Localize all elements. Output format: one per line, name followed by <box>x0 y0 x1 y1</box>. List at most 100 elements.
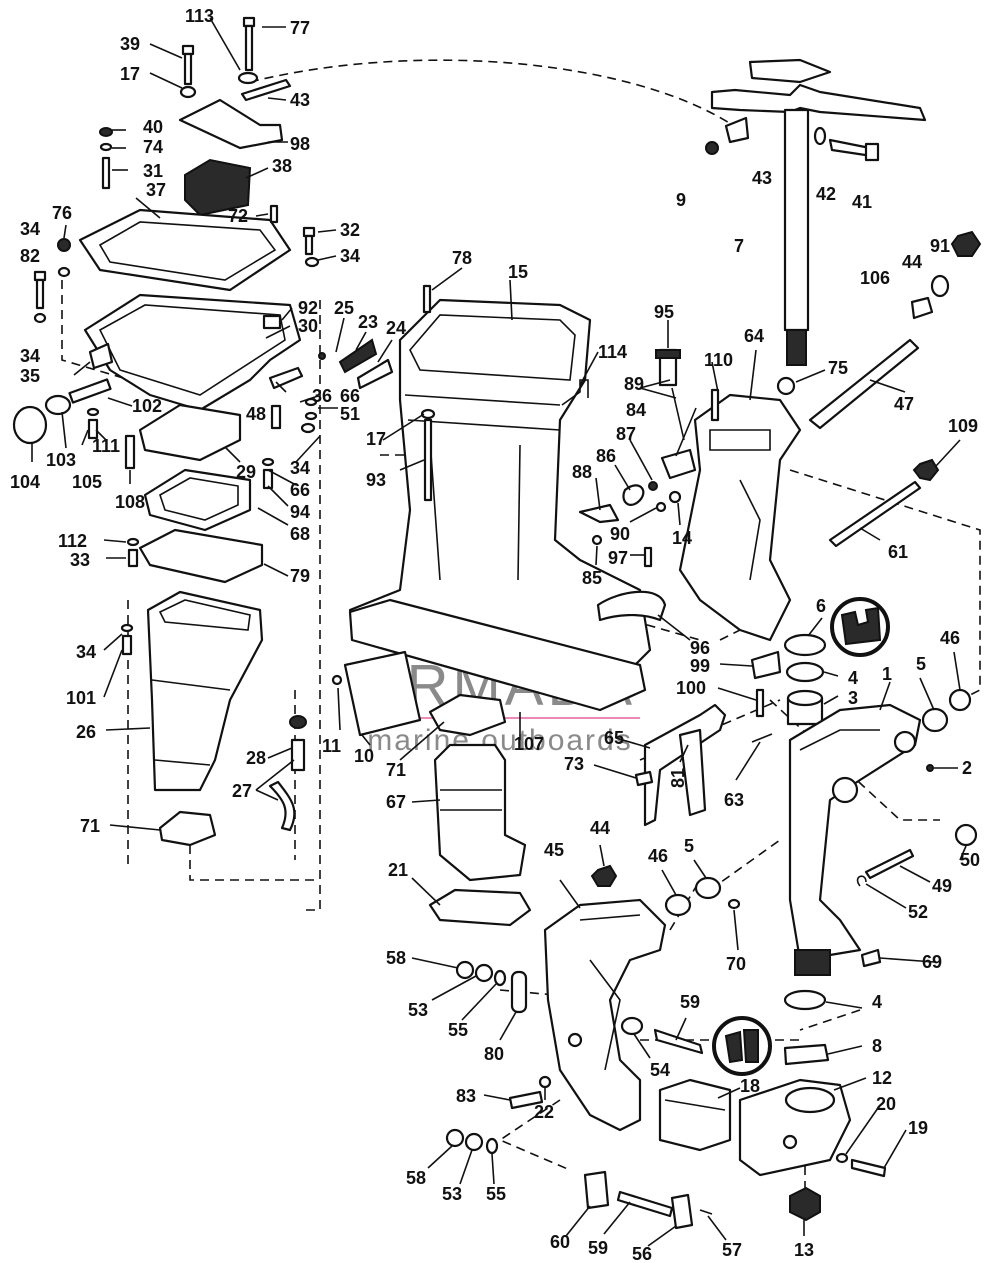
callout-85: 85 <box>582 568 602 588</box>
pin-110 <box>710 388 720 422</box>
plate-96 <box>596 590 667 622</box>
bushing-4-lower <box>783 989 827 1011</box>
screw-73 <box>634 770 654 787</box>
callout-22: 22 <box>534 1102 554 1122</box>
callout-28: 28 <box>246 748 266 768</box>
callout-96: 96 <box>690 638 710 658</box>
gasket-79 <box>138 528 264 584</box>
washer-34-mid <box>300 422 316 434</box>
callout-66: 66 <box>340 386 360 406</box>
callout-52: 52 <box>908 902 928 922</box>
washer-46 <box>948 688 972 712</box>
callout-6: 6 <box>816 596 826 616</box>
exhaust-housing-26 <box>146 590 264 792</box>
plug-104 <box>12 405 48 445</box>
callout-59: 59 <box>680 992 700 1012</box>
bushing-50 <box>954 823 978 847</box>
callout-73: 73 <box>564 754 584 774</box>
callout-88: 88 <box>572 462 592 482</box>
callout-74: 74 <box>143 137 163 157</box>
fitting-102 <box>68 378 112 404</box>
stud-93 <box>423 418 433 502</box>
callout-87: 87 <box>616 424 636 444</box>
bracket-65 <box>643 703 727 827</box>
washer-112 <box>126 537 140 547</box>
callout-4-upper: 4 <box>848 668 858 688</box>
washer-46-lower <box>664 893 692 917</box>
block-18-detail <box>664 1099 726 1111</box>
bolt-77 <box>242 16 256 72</box>
screw-25 <box>318 352 326 360</box>
thread-lock-badge-upper <box>830 597 890 657</box>
callout-71-left: 71 <box>80 816 100 836</box>
washer-14 <box>668 490 682 504</box>
swivel-bracket-64 <box>678 393 802 642</box>
plate-23 <box>338 338 378 374</box>
plate-24 <box>356 358 394 390</box>
callout-58-lower: 58 <box>406 1168 426 1188</box>
callout-82: 82 <box>20 246 40 266</box>
callout-36: 36 <box>312 386 332 406</box>
callout-4-lower: 4 <box>872 992 882 1012</box>
callout-71-center: 71 <box>386 760 406 780</box>
callout-80: 80 <box>484 1044 504 1064</box>
callout-75: 75 <box>828 358 848 378</box>
water-tube-67 <box>433 743 527 882</box>
callout-34-right: 34 <box>340 246 360 266</box>
screw-105 <box>87 418 99 440</box>
spring-63 <box>751 733 773 743</box>
bolt-19 <box>850 1158 887 1178</box>
plate-68-inner <box>159 477 239 521</box>
callout-24: 24 <box>386 318 406 338</box>
callout-32: 32 <box>340 220 360 240</box>
callout-35: 35 <box>20 366 40 386</box>
callout-103: 103 <box>46 450 76 470</box>
callout-34-mid: 34 <box>290 458 310 478</box>
callout-10: 10 <box>354 746 374 766</box>
callout-20: 20 <box>876 1094 896 1114</box>
callout-65: 65 <box>604 728 624 748</box>
washer-85 <box>591 534 603 546</box>
tube-27a <box>290 738 306 772</box>
gasket-37-inner <box>98 221 277 281</box>
callout-102: 102 <box>132 396 162 416</box>
callout-47: 47 <box>894 394 914 414</box>
callout-3: 3 <box>848 688 858 708</box>
callout-11: 11 <box>322 736 341 756</box>
washer-17 <box>179 85 197 99</box>
washer-51 <box>304 411 318 421</box>
bolt-82 <box>33 270 47 310</box>
clip-106 <box>910 296 934 320</box>
screw-94 <box>262 468 274 490</box>
nut-76 <box>57 238 71 252</box>
grommet-43 <box>240 78 292 102</box>
washer-53-lower <box>464 1132 484 1152</box>
tube-27b <box>268 780 296 832</box>
callout-101: 101 <box>66 688 96 708</box>
callout-34: 34 <box>20 219 40 239</box>
link-80 <box>510 970 528 1014</box>
callout-99: 99 <box>690 656 710 676</box>
callout-100: 100 <box>676 678 706 698</box>
screw-33 <box>127 548 139 568</box>
screw-97 <box>643 546 653 568</box>
exhaust-housing-26-band2 <box>154 759 211 766</box>
grommet-75 <box>776 376 796 396</box>
grommet-28 <box>289 715 307 729</box>
callout-79: 79 <box>290 566 310 586</box>
callout-91: 91 <box>930 236 950 256</box>
washer-22 <box>538 1075 552 1089</box>
callout-69: 69 <box>922 952 942 972</box>
callout-33: 33 <box>70 550 90 570</box>
washer-53 <box>474 963 494 983</box>
callout-43: 43 <box>290 90 310 110</box>
spring-86 <box>622 484 645 506</box>
callout-109: 109 <box>948 416 978 436</box>
callout-13: 13 <box>794 1240 814 1260</box>
callout-37: 37 <box>146 180 166 200</box>
grommet-92 <box>262 314 282 330</box>
callout-58: 58 <box>386 948 406 968</box>
callout-83: 83 <box>456 1086 476 1106</box>
washer-113 <box>237 71 259 85</box>
